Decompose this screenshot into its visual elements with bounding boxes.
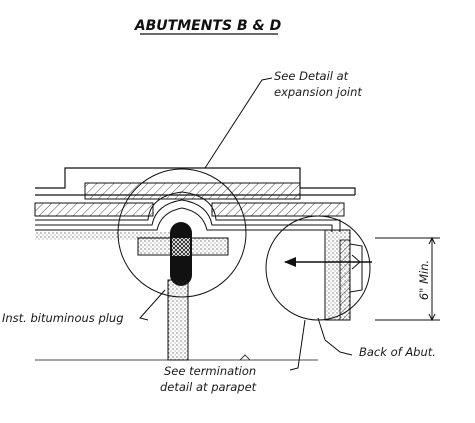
min-dimension [375,236,440,322]
right-hatched-plate [211,202,345,217]
drawing-title: ABUTMENTS B & D [134,18,281,34]
approach-fill [35,232,170,240]
termination-label-line2: detail at parapet [160,380,257,394]
min-dimension-label: 6" Min. [417,260,431,300]
parapet-hatch [339,239,351,321]
left-hatched-plate [34,202,154,217]
plug-label: Inst. bituminous plug [2,311,124,325]
back-of-abut-label: Back of Abut. [359,345,436,359]
top-hatched-plate [84,182,301,200]
expansion-detail-label-line1: See Detail at [274,69,349,83]
expansion-joint-detail-circle [117,168,247,298]
membrane-layers [35,191,341,232]
expansion-detail-label-line2: expansion joint [274,85,362,99]
termination-label-line1: See termination [164,364,256,378]
leader-lines [139,77,353,371]
parapet-detail-circle [265,215,371,321]
pier-column [167,279,189,361]
dowel-bar [284,254,372,270]
